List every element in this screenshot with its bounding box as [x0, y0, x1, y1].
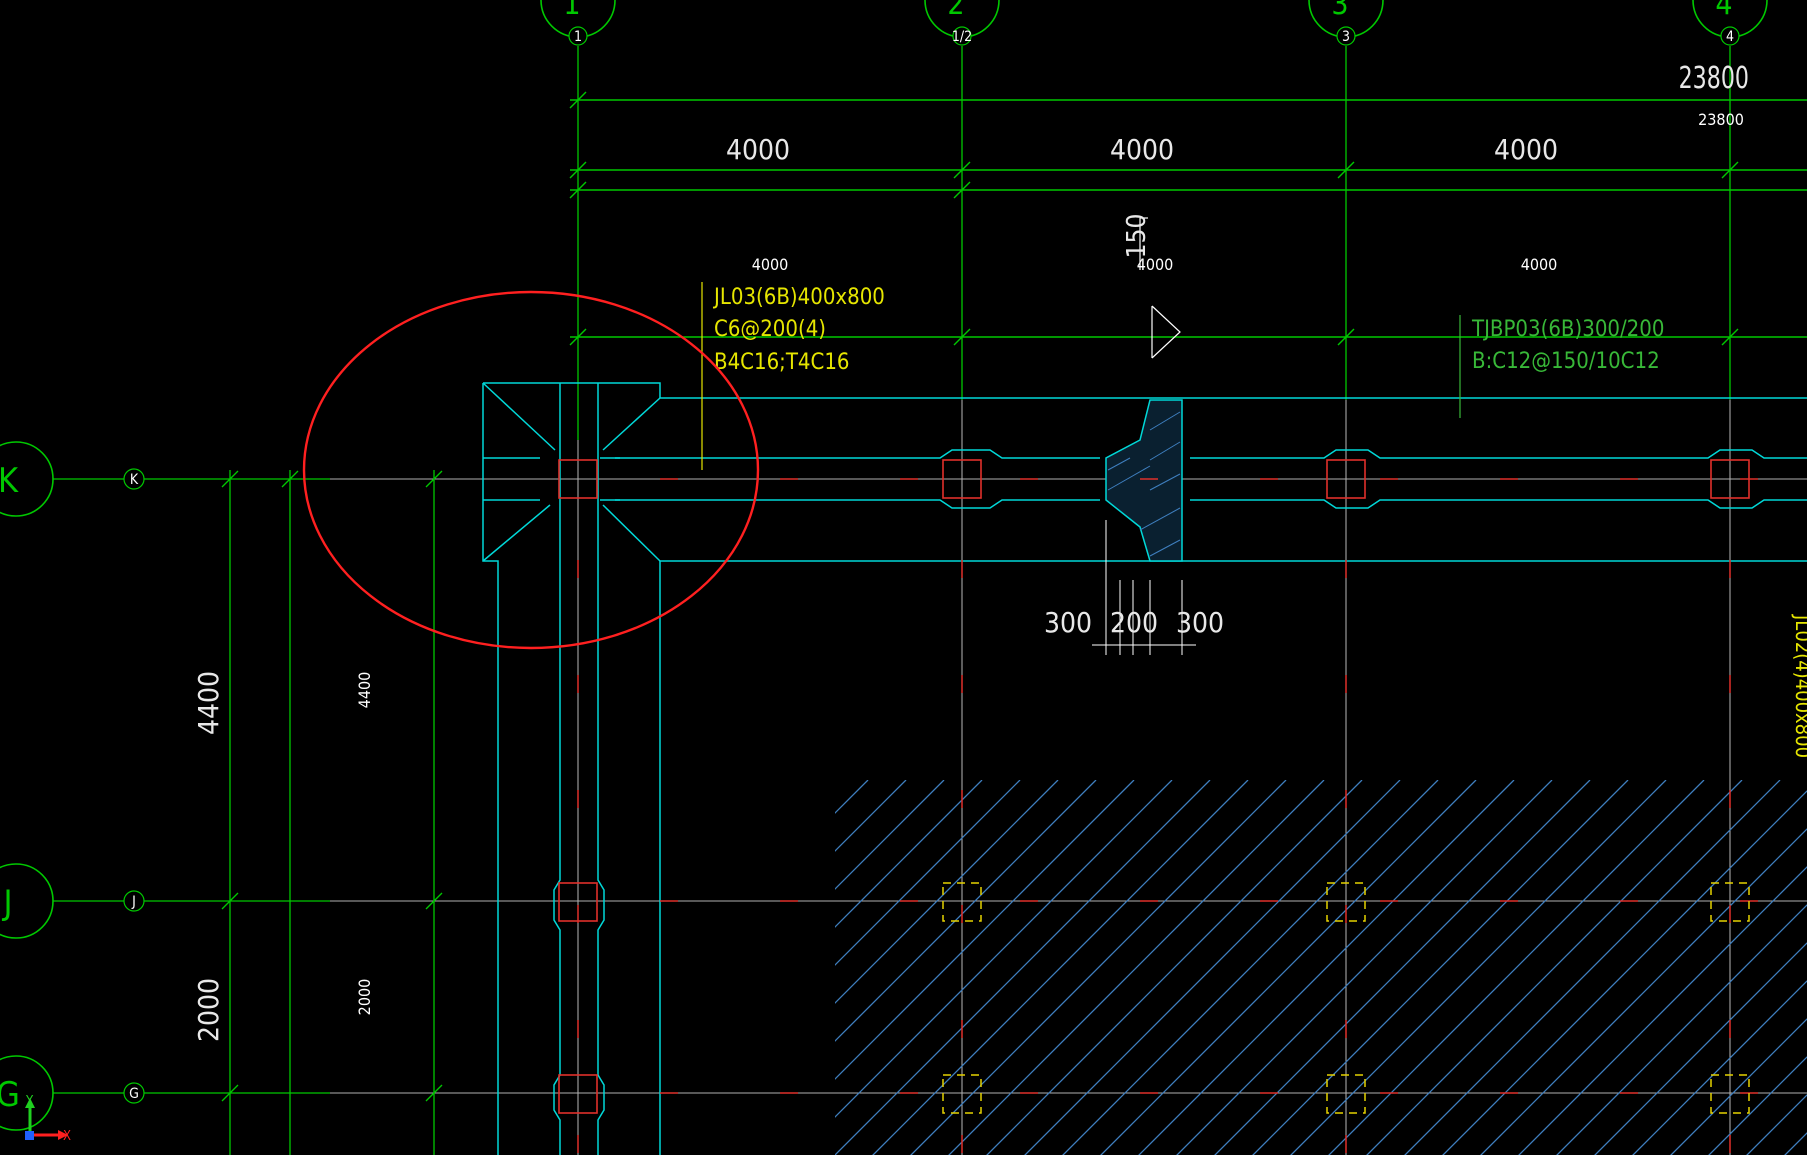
section-width-left-300: 300 [1044, 606, 1092, 639]
axis-bubble-label-2: 2 [947, 0, 964, 22]
hatch-line [835, 780, 907, 1155]
left-dimension-small-2000: 2000 [355, 979, 374, 1016]
hatch-line [1589, 780, 1807, 1155]
left-marker-j [123, 890, 145, 912]
slab-hatch [450, 780, 1807, 1155]
hatch-line [450, 780, 830, 1155]
hatch-line [1627, 780, 1807, 1155]
hatch-line [1133, 780, 1515, 1155]
ucs-y-label: Y [25, 1094, 34, 1109]
overall-dimension-large: 23800 [1679, 62, 1749, 96]
left-dimension-small-4400: 4400 [355, 672, 374, 709]
axis-marker-4 [1720, 26, 1740, 46]
top-axis-bubbles [540, 0, 1768, 38]
hatch-line [1285, 780, 1667, 1155]
red-center-dashes [577, 478, 1758, 1153]
hatch-line [1019, 780, 1401, 1155]
hatch-line [1513, 780, 1807, 1155]
hatch-line [835, 780, 869, 1155]
axis-small-label-2: 1/2 [952, 29, 972, 45]
vertical-grid-lines [577, 46, 1731, 440]
hatch-line [867, 780, 1249, 1155]
hatch-line [1703, 780, 1807, 1155]
axis-small-label-1: 1 [574, 29, 582, 45]
hatch-line [1247, 780, 1629, 1155]
beam-section-detail: 150 300 200 300 [1044, 214, 1224, 655]
hatch-line [1741, 780, 1807, 1155]
beam-label-2-line-1: TJBP03(6B)300/200 [1471, 317, 1664, 342]
hatch-line [835, 780, 945, 1155]
axis-bubble-label-1: 1 [563, 0, 580, 22]
hatch-line [835, 780, 1173, 1155]
hatch-line [1171, 780, 1553, 1155]
section-width-right-300: 300 [1176, 606, 1224, 639]
highlight-ellipse [302, 290, 760, 650]
horizontal-center-lines [330, 478, 1807, 1094]
axis-small-label-3: 3 [1342, 29, 1350, 45]
span-dimension-large-1: 4000 [726, 133, 790, 166]
beam-label-2-line-2: B:C12@150/10C12 [1472, 349, 1660, 374]
span-dimension-large-2: 4000 [1110, 133, 1174, 166]
hatch-line [1475, 780, 1807, 1155]
axis-marker-2 [952, 26, 972, 46]
horizontal-axis-lines [53, 478, 330, 1094]
hatch-line [1551, 780, 1807, 1155]
beam-label-1-line-2: C6@200(4) [714, 317, 826, 342]
right-edge-beam-label: JL02(4)400x800 [1791, 614, 1807, 758]
pile-caps-dashed [942, 882, 1750, 1114]
ucs-icon [25, 1098, 68, 1140]
hatch-line [981, 780, 1363, 1155]
hatch-line [1665, 780, 1807, 1155]
beam-label-1-line-3: B4C16;T4C16 [714, 350, 850, 375]
span-dimension-small-3: 4000 [1521, 255, 1558, 274]
span-dimension-small-2: 4000 [1137, 255, 1174, 274]
section-width-mid-200: 200 [1110, 606, 1158, 639]
foundation-beams [482, 382, 1807, 1155]
hatch-line [835, 780, 1021, 1155]
axis-bubble-label-4: 4 [1715, 0, 1732, 22]
hatch-line [905, 780, 1287, 1155]
left-bubble-label-g: G [0, 1075, 20, 1115]
hatch-line [835, 780, 1135, 1155]
beam-label-1-line-1: JL03(6B)400x800 [712, 285, 885, 310]
hatch-line [1323, 780, 1705, 1155]
left-dimension-large-4400: 4400 [192, 671, 225, 735]
section-height-150: 150 [1122, 214, 1152, 259]
left-marker-g [123, 1082, 145, 1104]
top-dimension-lines [569, 91, 1807, 346]
hatch-line [1057, 780, 1439, 1155]
left-bubble-label-k: K [0, 461, 19, 501]
left-small-label-k: K [130, 472, 139, 488]
left-small-label-j: J [131, 894, 136, 910]
left-dimension-lines [221, 470, 443, 1155]
overall-dimension-small: 23800 [1698, 110, 1744, 129]
axis-marker-1 [568, 26, 588, 46]
hatch-line [1095, 780, 1477, 1155]
hatch-line [835, 780, 1059, 1155]
hatch-line [1209, 780, 1591, 1155]
left-dimension-large-2000: 2000 [192, 978, 225, 1042]
hatch-line [835, 780, 983, 1155]
hatch-line [1361, 780, 1743, 1155]
hatch-line [835, 780, 1211, 1155]
span-dimension-large-3: 4000 [1494, 133, 1558, 166]
hatch-line [835, 780, 1097, 1155]
axis-small-label-4: 4 [1726, 29, 1734, 45]
hatch-line [1399, 780, 1781, 1155]
axis-bubble-label-3: 3 [1331, 0, 1348, 22]
left-marker-k [123, 468, 145, 490]
ucs-x-label: X [63, 1129, 71, 1144]
left-bubble-label-j: J [1, 883, 12, 923]
left-small-label-g: G [129, 1086, 139, 1102]
hatch-line [1437, 780, 1807, 1155]
left-axis-bubbles [0, 441, 54, 1131]
span-dimension-small-1: 4000 [752, 255, 789, 274]
hatch-line [943, 780, 1325, 1155]
axis-marker-3 [1336, 26, 1356, 46]
